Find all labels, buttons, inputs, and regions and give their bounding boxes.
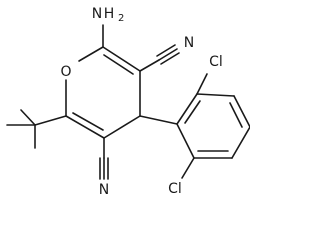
aryl-bond-1 <box>176 93 198 125</box>
aryl-bond-2 <box>196 93 235 97</box>
structure-drawing: O N H 2 N N Cl Cl <box>6 6 250 198</box>
molecule-diagram: O N H 2 N N Cl Cl <box>6 6 250 198</box>
nitrile-top-1 <box>158 48 178 61</box>
bond-c4-aryl <box>139 115 178 125</box>
aryl-inner-2 <box>229 102 243 128</box>
nitrile-bottom-n-label: N <box>99 182 109 198</box>
chloro-top-label: Cl <box>209 54 223 70</box>
bond-c3-c4 <box>103 115 141 139</box>
nitrile-top-3 <box>160 52 180 65</box>
nitrile-top-2 <box>156 44 176 57</box>
aryl-bond-3 <box>233 95 250 128</box>
bond-c6-o1 <box>78 46 104 62</box>
oxygen-label: O <box>60 64 71 80</box>
bond-c5-c6-outer <box>102 46 141 72</box>
bond-c5-cn <box>139 59 160 72</box>
bond-aryl-cl-top <box>196 73 208 95</box>
bond-c2-c3-outer <box>65 115 105 139</box>
bond-c2-c3-inner <box>72 112 104 131</box>
aryl-bond-6 <box>176 123 195 159</box>
aryl-bond-4 <box>231 126 250 159</box>
nitrile-top-n-label: N <box>184 35 194 51</box>
bond-c2-tbu <box>34 115 67 126</box>
bond-aryl-cl-bottom <box>181 157 195 179</box>
bond-c5-c6-inner <box>103 54 134 75</box>
aryl-inner-1 <box>184 100 201 124</box>
amino-n-label: N <box>92 6 102 22</box>
tbu-methyl-up <box>20 109 36 126</box>
amino-h-label: H <box>104 6 115 22</box>
chloro-bottom-label: Cl <box>168 181 182 197</box>
amino-h-count: 2 <box>118 13 124 24</box>
